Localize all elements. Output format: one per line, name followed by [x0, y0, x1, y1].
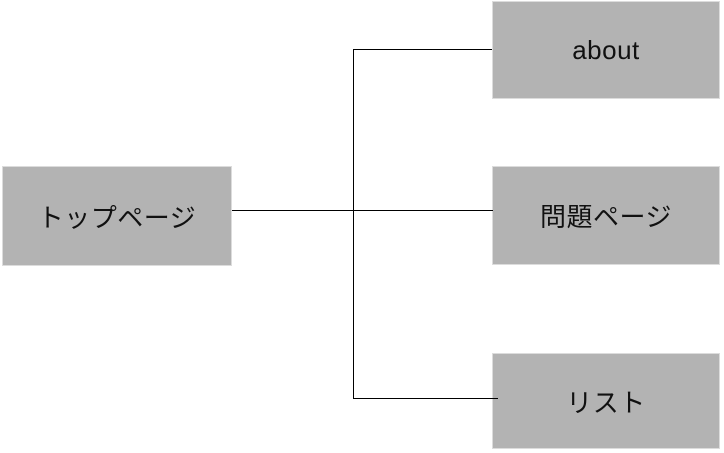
node-problem-page[interactable]: 問題ページ [492, 166, 720, 265]
node-about[interactable]: about [492, 1, 720, 99]
node-list-label: リスト [566, 387, 646, 418]
node-problem-page-label: 問題ページ [540, 202, 672, 232]
node-about-label: about [572, 34, 640, 65]
edge-top-page-to-list [353, 210, 498, 399]
edge-top-page-to-about [353, 49, 492, 211]
node-list[interactable]: リスト [492, 353, 720, 449]
node-top-page-label: トップページ [37, 202, 197, 233]
node-top-page[interactable]: トップページ [2, 166, 232, 266]
